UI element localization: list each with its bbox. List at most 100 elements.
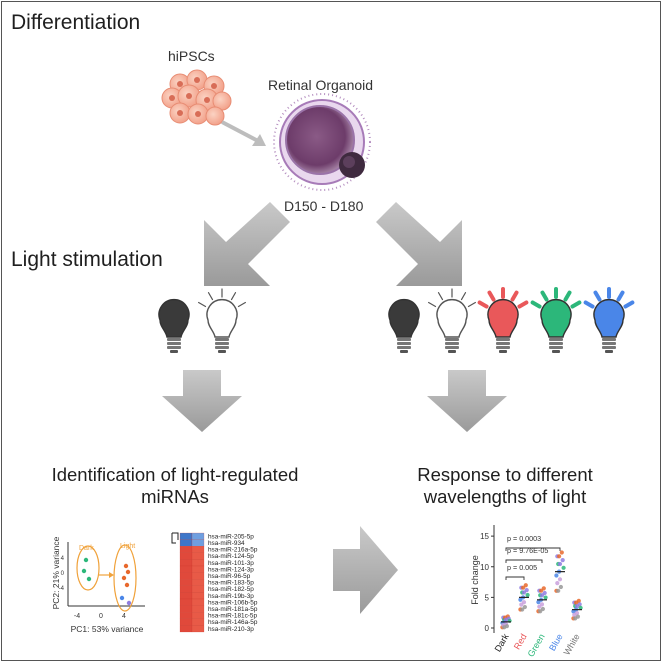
heatmap-gene-label: hsa-miR-205-5p — [208, 533, 254, 540]
heatmap-gene-label: hsa-miR-216a-5p — [208, 547, 258, 554]
heatmap-cell — [179, 618, 193, 626]
fc-data-point — [543, 595, 548, 600]
pca-point — [86, 576, 92, 582]
fc-data-point — [555, 581, 560, 586]
fc-category-label: White — [562, 632, 582, 657]
heatmap-cell — [191, 552, 205, 560]
fc-data-point — [561, 565, 566, 570]
heatmap-gene-label: hsa-miR-19b-3p — [208, 593, 254, 600]
fc-data-point — [557, 561, 563, 567]
hipscs-cluster-icon — [161, 69, 232, 126]
heatmap-cell — [179, 546, 193, 553]
fc-data-point — [578, 605, 583, 610]
pca-group-dark: Dark — [79, 545, 94, 552]
heatmap-gene-label: hsa-miR-124-3p — [208, 566, 254, 573]
heatmap-gene-label: hsa-miR-101-3p — [208, 560, 254, 567]
title-identification: Identification of light-regulated miRNAs — [30, 464, 320, 508]
fc-data-point — [536, 600, 541, 605]
heatmap-cell — [179, 532, 193, 540]
heatmap-cell — [179, 552, 193, 560]
heatmap-gene-label: hsa-miR-210-3p — [208, 626, 254, 633]
arrow-down-right-column-icon — [427, 370, 507, 432]
heatmap-gene-label: hsa-miR-106b-5p — [208, 599, 258, 606]
fc-significance-bracket — [505, 559, 543, 563]
heatmap-gene-label: hsa-miR-182-5p — [208, 586, 254, 593]
heatmap-gene-label: hsa-miR-183-5p — [208, 580, 254, 587]
fc-data-point — [574, 604, 580, 609]
heatmap-cell — [179, 579, 193, 586]
light-bulb-icon — [583, 287, 635, 353]
fc-data-point — [571, 609, 576, 614]
pca-xtick: 4 — [122, 613, 126, 620]
title-response: Response to different wavelengths of lig… — [380, 464, 630, 508]
heatmap-cell — [191, 532, 205, 540]
heatmap-cell — [191, 579, 205, 586]
heatmap-dendrogram — [171, 532, 179, 544]
heatmap-cell — [179, 592, 193, 600]
fc-data-point — [537, 604, 542, 609]
pca-xlabel: PC1: 53% variance — [71, 624, 144, 634]
fc-data-point — [539, 588, 544, 593]
retinal-organoid-icon — [273, 93, 371, 191]
pca-group-light: Light — [120, 543, 135, 550]
pca-ytick: 4 — [61, 556, 65, 562]
heatmap-cell — [179, 539, 193, 547]
fc-data-point — [554, 573, 559, 578]
pca-plot: Dark Light -4 0 4 4 0 -4 PC1: 53% varian… — [51, 536, 145, 634]
heatmap-cell — [191, 539, 205, 547]
label-hipscs: hiPSCs — [168, 48, 215, 64]
heatmap-cell — [179, 559, 193, 567]
pca-light-ellipse — [113, 544, 137, 612]
fc-data-point — [520, 607, 525, 612]
fc-data-point — [525, 592, 530, 598]
heatmap-cell — [191, 598, 205, 606]
fc-data-point — [538, 609, 543, 614]
heatmap-gene-label: hsa-miR-124-5p — [208, 553, 254, 560]
fc-data-point — [523, 583, 528, 588]
fc-pvalue-label: p = 0.005 — [507, 563, 537, 572]
heatmap-cell — [179, 612, 193, 619]
pca-xtick: 0 — [99, 613, 103, 620]
fc-data-point — [518, 597, 523, 602]
light-bulb-icon — [198, 288, 246, 353]
label-days: D150 - D180 — [284, 198, 364, 214]
pca-dark-ellipse — [76, 545, 100, 591]
pca-ytick: -4 — [59, 586, 65, 592]
heatmap-gene-label: hsa-miR-146a-5p — [208, 619, 258, 626]
light-bulb-icon — [388, 298, 420, 353]
fc-data-point — [556, 588, 561, 593]
fc-pvalue-label: p = 9.76E-05 — [507, 546, 548, 555]
pca-point — [124, 582, 130, 588]
title-response-line1: Response to different — [417, 464, 593, 485]
pca-ytick: 0 — [61, 571, 65, 577]
fc-ytick-label: 5 — [485, 593, 490, 602]
fc-category-label: Dark — [493, 632, 511, 654]
heatmap-cell — [191, 585, 205, 593]
arrow-down-left-column-icon — [162, 370, 242, 432]
heatmap-gene-label: hsa-miR-96-5p — [208, 573, 251, 580]
heatmap-cell — [191, 559, 205, 567]
fc-data-point — [522, 604, 528, 610]
fc-data-point — [573, 616, 578, 621]
heatmap-gene-label: hsa-miR-181c-5p — [208, 613, 257, 620]
heatmap-cell — [179, 585, 193, 593]
fc-data-point — [503, 617, 509, 622]
fc-ylabel: Fold change — [470, 555, 480, 605]
heatmap-cell — [191, 565, 205, 573]
pca-point — [83, 557, 89, 563]
heatmap-cell — [191, 605, 205, 613]
fc-data-point — [560, 558, 565, 563]
fc-data-point — [524, 588, 529, 593]
heatmap-cell — [191, 612, 205, 619]
heatmap: hsa-miR-205-5phsa-miR-934hsa-miR-216a-5p… — [171, 532, 258, 633]
heatmap-cell — [191, 592, 205, 600]
pca-ylabel: PC2: 21% variance — [51, 536, 61, 609]
heatmap-cell — [179, 605, 193, 613]
heatmap-cell — [191, 572, 205, 580]
heatmap-cell — [179, 565, 193, 573]
pca-point — [123, 563, 129, 569]
fc-pvalue-label: p = 0.0003 — [507, 534, 541, 543]
